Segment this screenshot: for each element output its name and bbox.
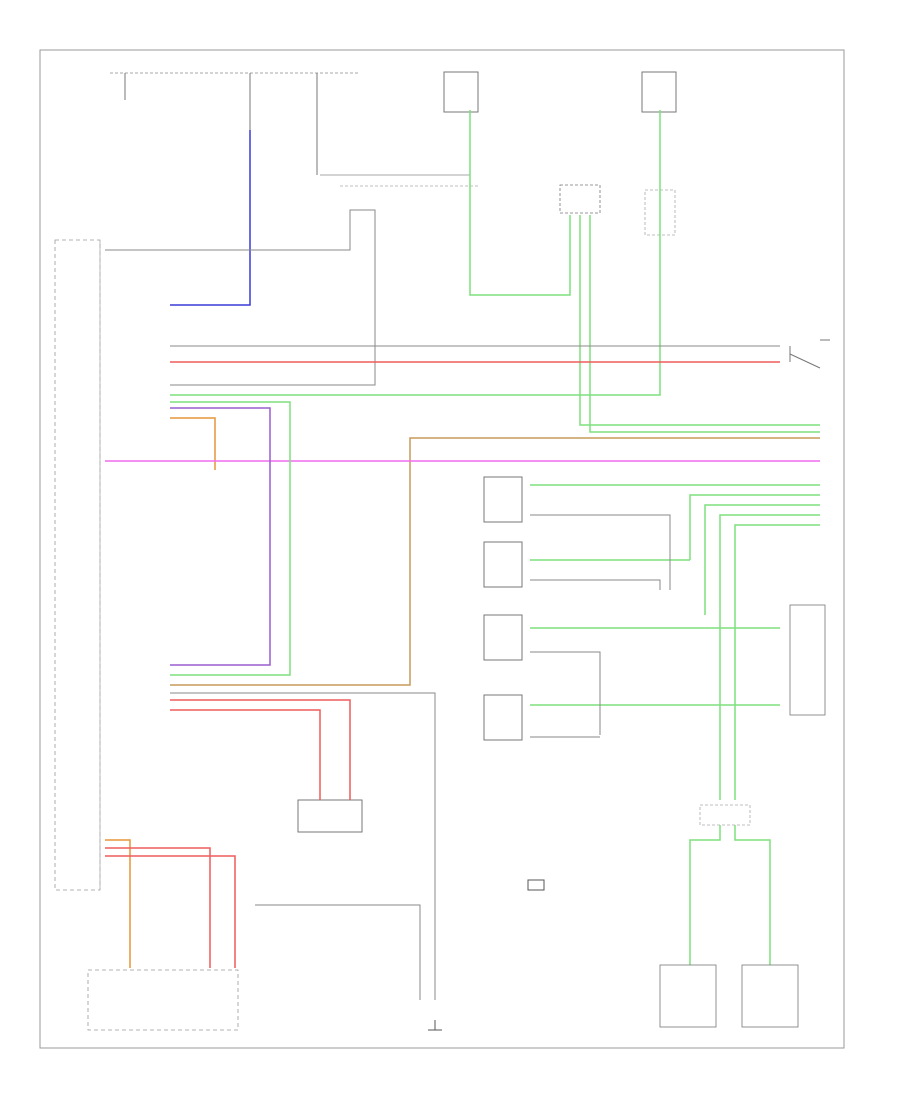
wire-green-license-l <box>689 825 721 965</box>
headlight-switch <box>87 969 239 1031</box>
lamp-2 <box>483 541 523 588</box>
wire-gray-switch-down <box>255 904 421 1000</box>
wire-bundle-c <box>719 514 820 800</box>
diagram-border <box>39 49 845 1049</box>
door-switch-right <box>789 339 830 369</box>
wire-green-4 <box>589 215 820 433</box>
relay-box <box>559 184 601 214</box>
wire-green-3 <box>579 215 820 426</box>
ground-connector <box>527 879 545 891</box>
wire-violet <box>170 407 271 666</box>
fuse-far-right <box>641 71 677 113</box>
wire-red-sensor-1 <box>170 699 351 800</box>
license-lamp-right <box>741 964 799 1028</box>
switch-top <box>443 71 479 113</box>
sensor-box <box>297 799 363 833</box>
wire-gray-lamp-1 <box>530 514 671 590</box>
wire-gray-lamp-3 <box>530 651 601 735</box>
wire-green-2 <box>170 110 661 396</box>
connector-middle <box>699 804 751 826</box>
wire-red-sensor-2 <box>170 709 321 800</box>
wire-gray-top <box>105 209 376 386</box>
connector-block-right <box>789 604 826 716</box>
wire-bundle-d <box>734 524 820 800</box>
wire-green-5 <box>170 401 291 676</box>
wire-tan <box>170 437 820 686</box>
wire-green-1 <box>469 110 571 296</box>
lamp-1 <box>483 476 523 523</box>
ground-symbol <box>428 1020 442 1031</box>
body-control-module <box>54 239 101 891</box>
wire-gray-mid <box>170 692 436 1000</box>
wire-bundle-a <box>689 494 820 560</box>
wire-blue <box>170 130 251 306</box>
wire-red-switch-2 <box>105 855 236 968</box>
wire-green-license-r <box>734 825 771 965</box>
wire-orange-short <box>170 417 216 470</box>
wire-orange-switch <box>105 839 131 968</box>
wire-gray-lamp-2 <box>530 579 661 590</box>
lamp-3 <box>483 614 523 661</box>
lamp-4 <box>483 694 523 741</box>
license-lamp-left <box>659 964 717 1028</box>
wire-red-switch-1 <box>105 847 211 968</box>
wire-bundle-b <box>704 504 820 615</box>
